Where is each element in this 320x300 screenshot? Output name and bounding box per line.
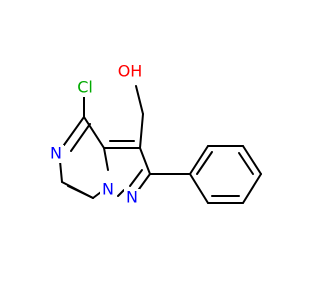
phenyl-bond-1 — [189, 145, 209, 175]
molecule-canvas: Cl N N N OH — [48, 61, 262, 207]
molecule-structure: Cl N N N OH — [48, 61, 262, 207]
bridgehead-nitrogen-label: N — [102, 180, 114, 199]
phenyl-bond-6 — [189, 173, 209, 204]
bond-c8a-c4 — [83, 116, 105, 149]
bridge-n-label-bg — [100, 181, 116, 199]
hydroxyl-label-bg — [115, 63, 145, 81]
pyrazole-n-label-bg — [124, 189, 140, 207]
bond-c6-c7-double — [67, 185, 94, 199]
pyrazine-nitrogen-label: N — [50, 144, 62, 163]
bond-ch2-o — [135, 85, 144, 115]
bond-layer — [59, 85, 262, 204]
bond-c3-ch2 — [139, 113, 144, 149]
bond-n5-c6 — [59, 160, 63, 183]
bond-n1-n8 — [117, 189, 125, 197]
bond-n8-c8a — [103, 147, 109, 171]
bond-c4-n5-double — [70, 123, 91, 152]
pyrazine-n-label-bg — [48, 145, 64, 163]
phenyl-double-2 — [238, 152, 254, 175]
phenyl-bond-3 — [242, 145, 262, 175]
pyrazole-nitrogen-label: N — [126, 188, 138, 207]
bond-c2-n1-double — [129, 169, 143, 187]
phenyl-bond-4 — [242, 173, 262, 204]
atom-labels: Cl N N N OH — [48, 62, 145, 207]
hydroxyl-label: OH — [118, 62, 143, 81]
bond-c4-n5 — [63, 116, 85, 146]
phenyl-double-1 — [196, 151, 213, 175]
bond-c3-c2 — [139, 147, 151, 175]
chlorine-label: Cl — [77, 78, 93, 97]
cl-label-bg — [73, 79, 97, 97]
